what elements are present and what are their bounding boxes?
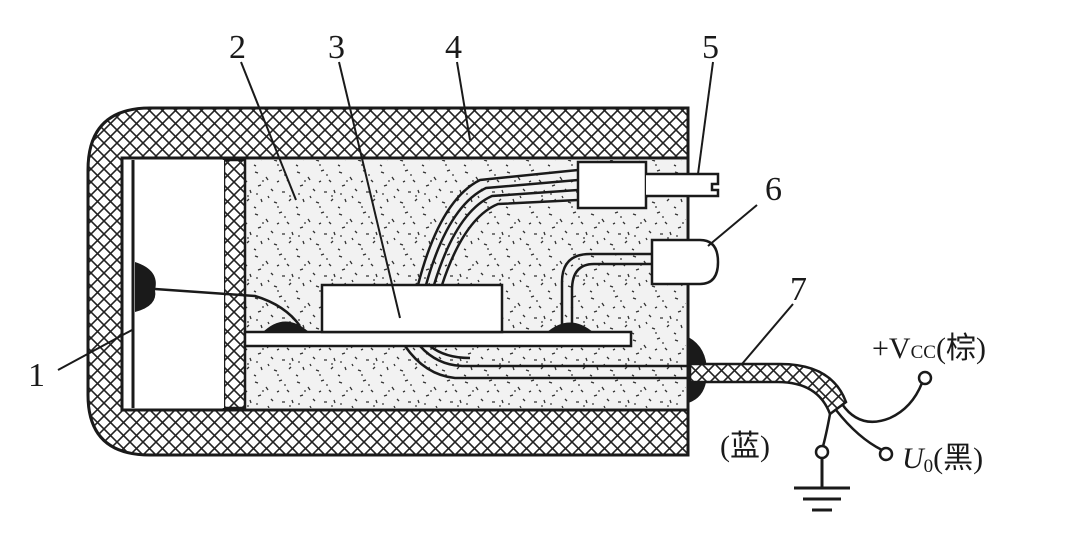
label-part-2: 2 [229,29,246,66]
label-part-6: 6 [765,171,782,208]
connector-body [576,160,648,210]
sensing-element [135,262,156,312]
led-indicator [650,238,720,286]
output-terminal [878,446,894,462]
label-part-4: 4 [445,29,462,66]
separator-wall [222,158,247,410]
label-part-5: 5 [702,29,719,66]
output-label: U0(黑) [902,442,983,477]
connector-pin [646,172,720,198]
ic-chip [320,283,504,334]
ground-terminal [814,444,830,460]
label-part-3: 3 [328,29,345,66]
leader-lines [57,61,794,371]
sensor-lead [154,287,302,327]
solder-joint-right [546,322,594,333]
ground-color-label: (蓝) [720,430,770,463]
circuit-board [243,330,633,348]
vcc-terminal [917,370,933,386]
cable-internal [403,345,690,380]
led-leads [560,252,652,328]
ribbon-wires [416,168,579,286]
label-part-7: 7 [790,271,807,308]
label-part-1: 1 [28,357,45,394]
solder-joint-left [262,321,310,333]
ground-symbol [794,458,850,512]
cable-external [688,362,848,417]
vcc-label: +VCC(棕) [872,332,986,365]
